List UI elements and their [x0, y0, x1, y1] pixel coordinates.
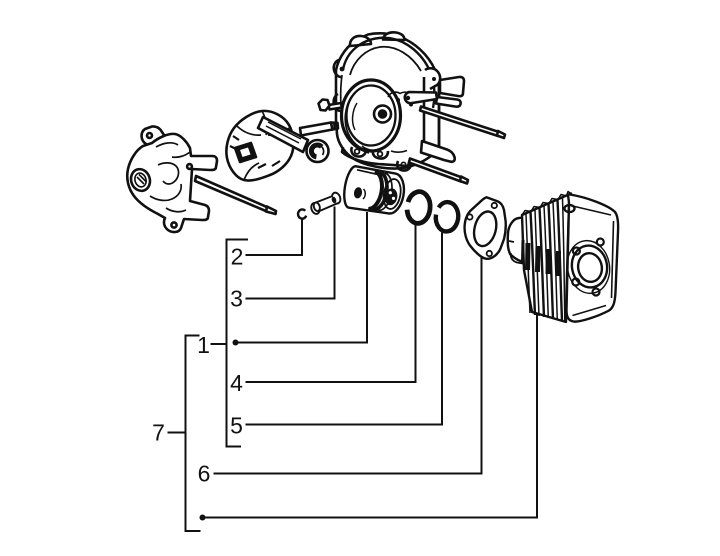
svg-text:6: 6	[198, 461, 211, 487]
svg-text:3: 3	[230, 286, 243, 312]
svg-text:7: 7	[152, 420, 165, 446]
svg-text:2: 2	[231, 244, 244, 270]
svg-text:5: 5	[230, 413, 243, 439]
svg-text:4: 4	[230, 370, 243, 396]
svg-text:1: 1	[197, 332, 210, 358]
